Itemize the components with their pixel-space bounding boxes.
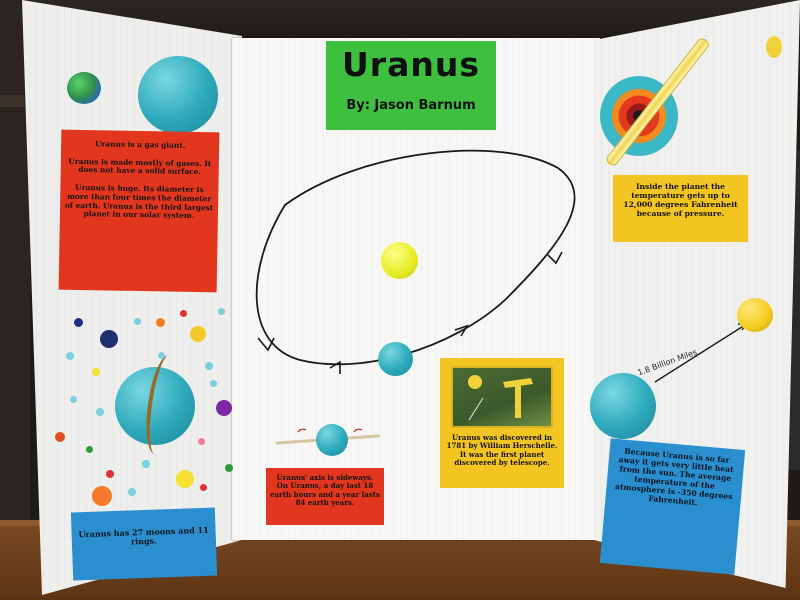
moon-dot bbox=[128, 488, 136, 496]
fact-size: Uranus is huge. Its diameter is more tha… bbox=[64, 183, 214, 221]
uranus-size-model bbox=[138, 56, 218, 134]
telescope-picture bbox=[451, 366, 553, 428]
uranus-axis-model bbox=[316, 424, 348, 456]
moon-dot bbox=[176, 470, 194, 488]
fact-gas-giant: Uranus is a gas giant. bbox=[94, 139, 186, 150]
moon-dot bbox=[218, 308, 225, 315]
moon-dot bbox=[66, 352, 74, 360]
temperature-card: Inside the planet the temperature gets u… bbox=[613, 175, 748, 242]
uranus-moons-model bbox=[115, 367, 195, 445]
moon-dot bbox=[190, 326, 206, 342]
moons-card: Uranus has 27 moons and 11 rings. bbox=[70, 507, 218, 581]
board-title: Uranus bbox=[342, 45, 480, 84]
sun-distance-model bbox=[737, 298, 773, 332]
moon-dot bbox=[198, 438, 205, 445]
background-shelf bbox=[0, 95, 24, 107]
axis-card: Uranus' axis is sideways. On Uranus, a d… bbox=[266, 468, 384, 525]
thermometer-bulb bbox=[766, 36, 782, 58]
moon-dot bbox=[158, 352, 165, 359]
moon-dot bbox=[200, 484, 207, 491]
telescope-icon bbox=[468, 375, 533, 421]
moon-dot bbox=[156, 318, 165, 327]
moon-dot bbox=[205, 362, 213, 370]
sun-model bbox=[381, 242, 418, 279]
moon-dot bbox=[74, 318, 83, 327]
moon-dot bbox=[55, 432, 65, 442]
moon-dot bbox=[86, 446, 93, 453]
earth-model bbox=[67, 72, 101, 104]
heat-card: Because Uranus is so far away it gets ve… bbox=[599, 438, 746, 575]
fact-composition: Uranus is made mostly of gases. It does … bbox=[68, 156, 212, 177]
discovery-card: Uranus was discovered in 1781 by William… bbox=[440, 358, 564, 488]
uranus-distance-model bbox=[590, 373, 656, 439]
uranus-orbit-model bbox=[378, 342, 413, 376]
moon-dot bbox=[70, 396, 77, 403]
moon-dot bbox=[216, 400, 232, 416]
discovery-text: Uranus was discovered in 1781 by William… bbox=[446, 433, 558, 467]
board-author: By: Jason Barnum bbox=[346, 98, 476, 113]
title-card: Uranus By: Jason Barnum bbox=[326, 41, 496, 130]
moon-dot bbox=[142, 460, 150, 468]
moon-dot bbox=[225, 464, 233, 472]
moon-dot bbox=[180, 310, 187, 317]
moon-dot bbox=[92, 368, 100, 376]
moon-dot bbox=[210, 380, 217, 387]
moon-dot bbox=[134, 318, 141, 325]
moon-dot bbox=[100, 330, 118, 348]
moon-dot bbox=[92, 486, 112, 506]
moon-dot bbox=[106, 470, 114, 478]
moon-dot bbox=[96, 408, 104, 416]
facts-card: Uranus is a gas giant. Uranus is made mo… bbox=[58, 129, 220, 293]
